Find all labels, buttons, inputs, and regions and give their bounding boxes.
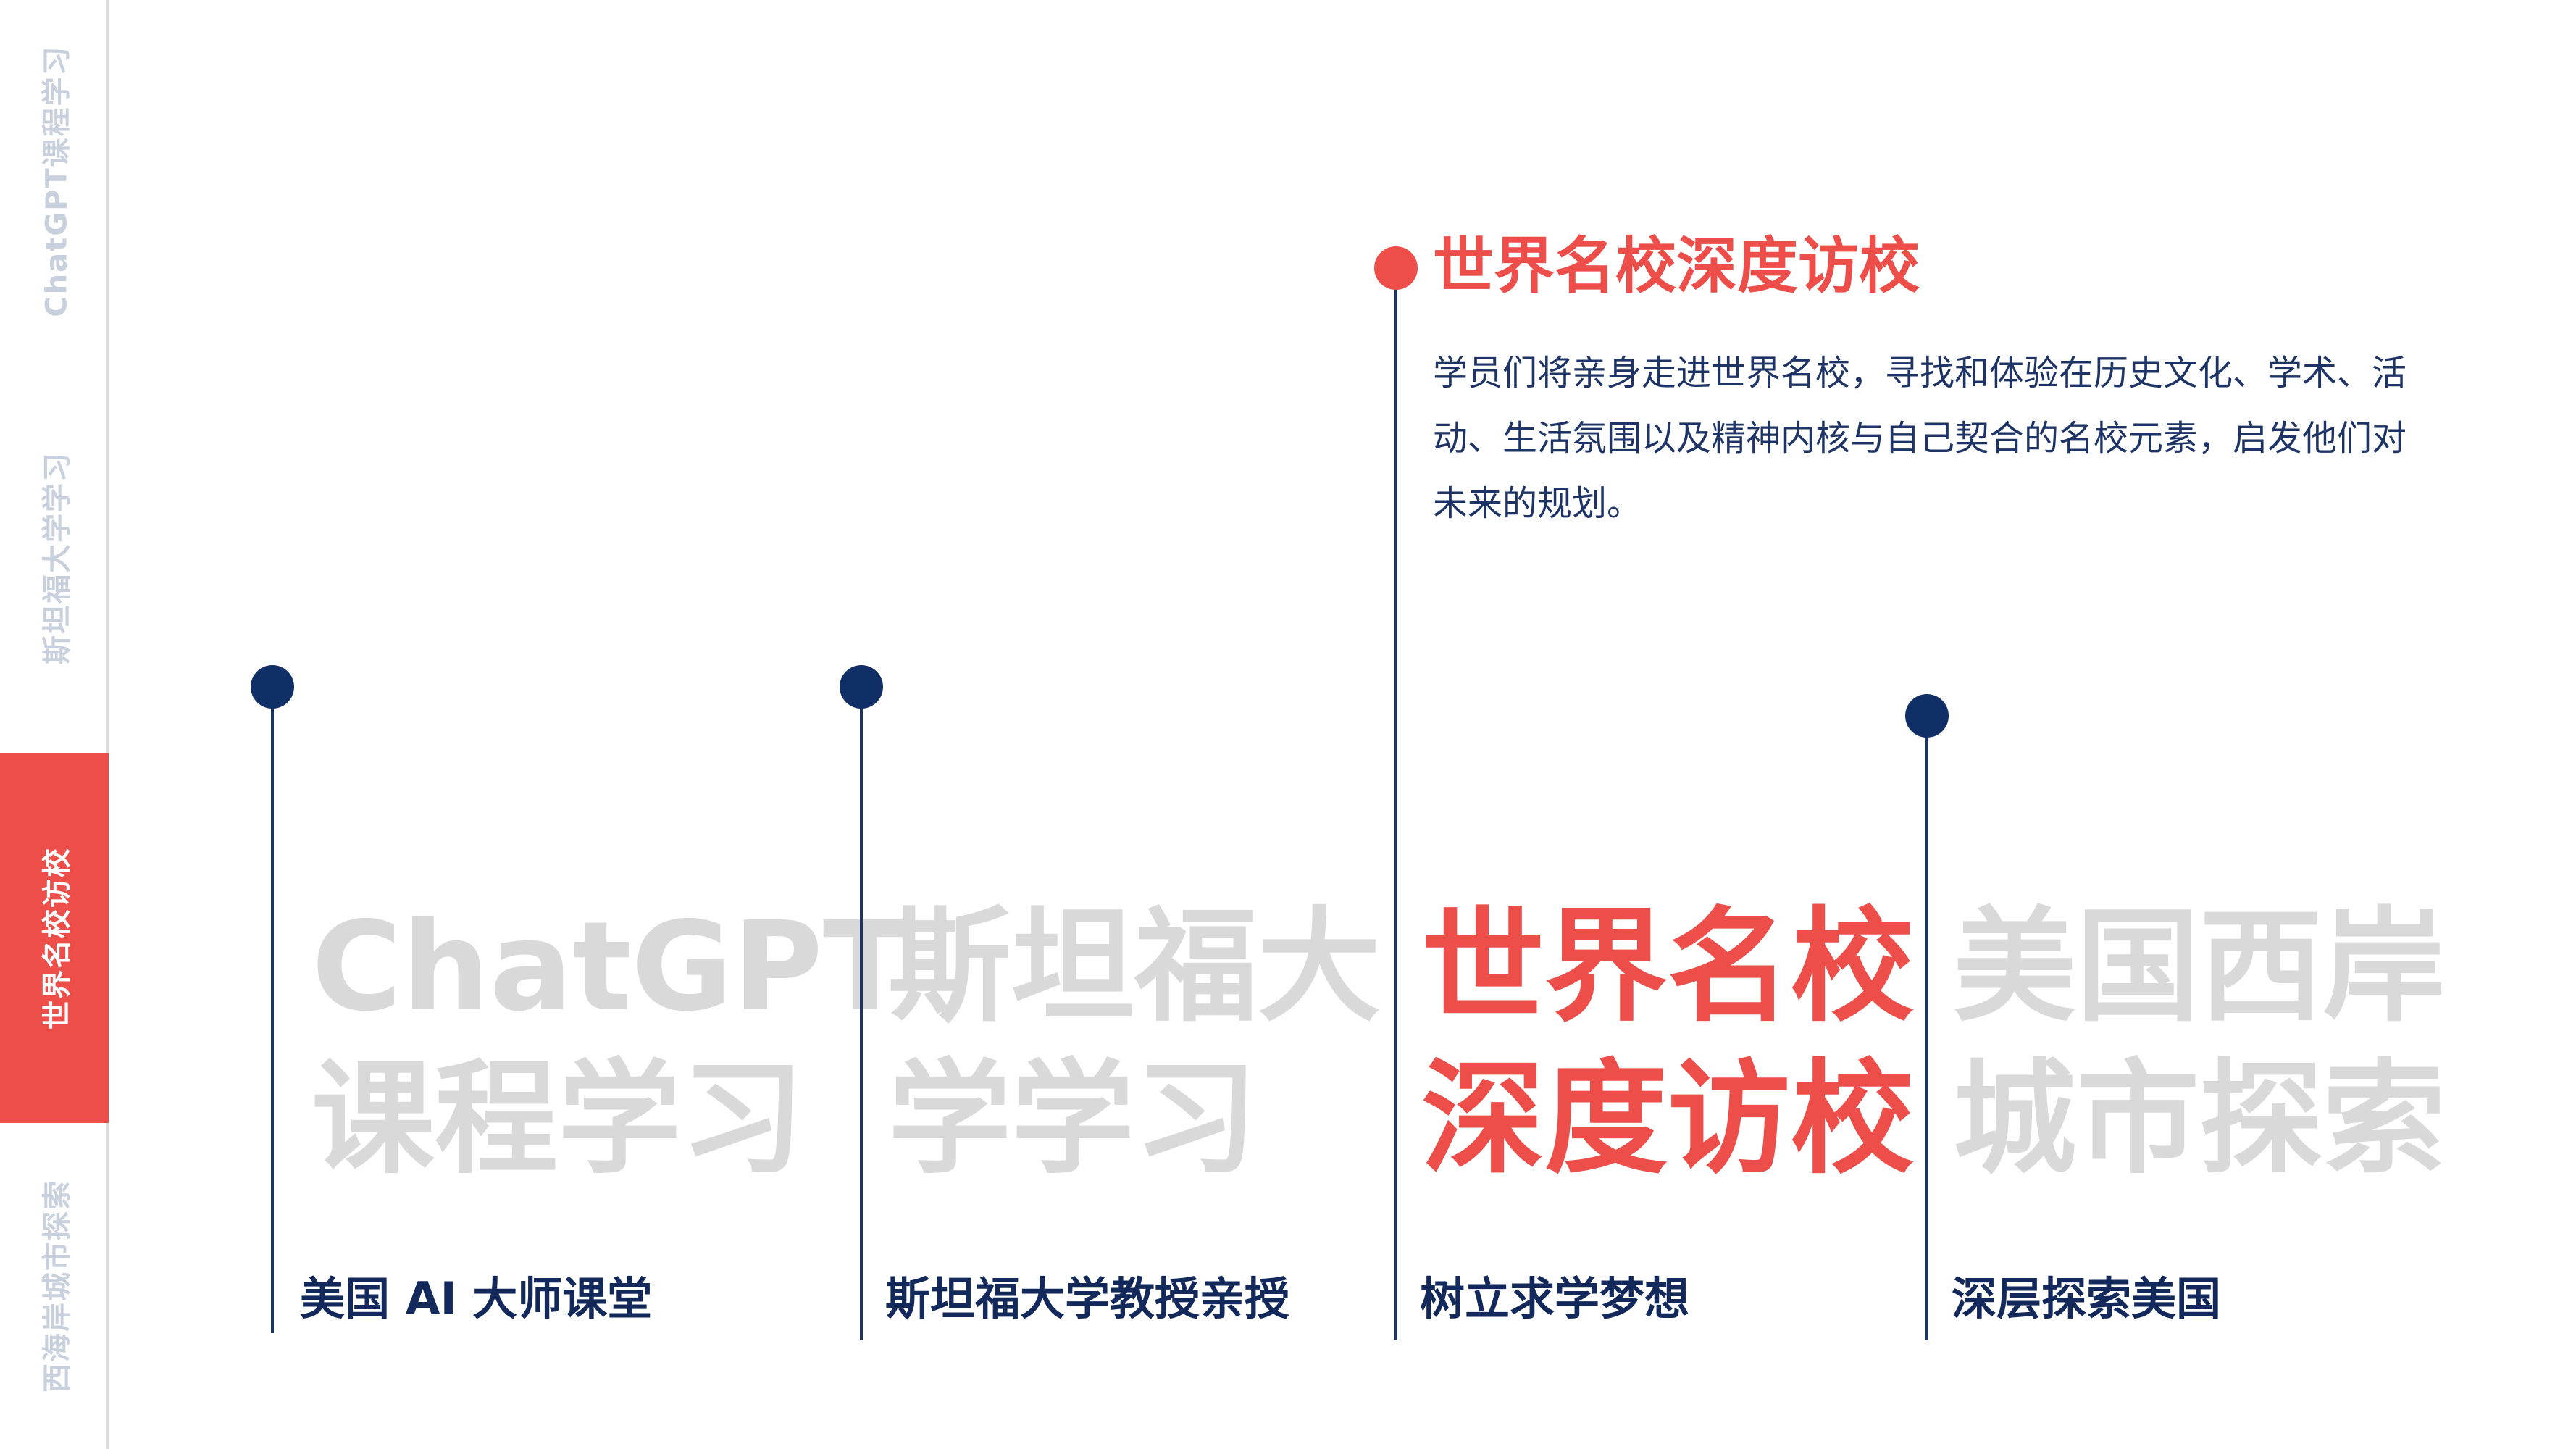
side-tab-west-coast[interactable]: 西海岸城市探索	[0, 1123, 109, 1449]
timeline-dot[interactable]	[1905, 694, 1949, 738]
column-title-line: 学学习	[888, 1048, 1258, 1191]
timeline-dot[interactable]	[251, 665, 294, 709]
column-title: 美国西岸 城市探索	[1953, 891, 2446, 1195]
column-title: 世界名校 深度访校	[1421, 891, 1914, 1195]
side-tab-label: 西海岸城市探索	[41, 1179, 74, 1392]
feature-heading: 世界名校深度访校	[1433, 230, 1920, 301]
column-label: 美国 AI 大师课堂	[300, 1272, 653, 1325]
side-tab-label: 斯坦福大学学习	[41, 451, 74, 664]
column-title: ChatGPT 课程学习	[311, 891, 907, 1195]
timeline-line	[1394, 268, 1397, 1340]
column-title-line: 斯坦福大	[888, 895, 1381, 1039]
feature-description: 学员们将亲身走进世界名校，寻找和体验在历史文化、学术、活动、生活氛围以及精神内核…	[1433, 353, 2407, 524]
timeline-line	[1925, 717, 1928, 1340]
column-title-line: 课程学习	[311, 1048, 805, 1191]
side-tab-stanford[interactable]: 斯坦福大学学习	[0, 362, 109, 753]
column-title-line: 深度访校	[1421, 1048, 1915, 1191]
side-tab-chatgpt[interactable]: ChatGPT课程学习	[0, 0, 109, 362]
column-title-line: 美国西岸	[1953, 895, 2446, 1039]
timeline-dot-active[interactable]	[1374, 246, 1418, 290]
column-label: 深层探索美国	[1952, 1272, 2222, 1325]
timeline-line	[271, 688, 274, 1333]
column-title: 斯坦福大 学学习	[888, 891, 1381, 1195]
column-title-line: ChatGPT	[311, 895, 907, 1039]
side-tab-school-visit[interactable]: 世界名校访校	[0, 753, 109, 1123]
side-tab-label: 世界名校访校	[41, 847, 74, 1030]
column-title-line: 城市探索	[1953, 1048, 2446, 1191]
column-label: 斯坦福大学教授亲授	[885, 1272, 1290, 1325]
timeline-dot[interactable]	[840, 665, 883, 709]
timeline-line	[860, 688, 863, 1340]
side-nav: ChatGPT课程学习 斯坦福大学学习 世界名校访校 西海岸城市探索	[0, 0, 109, 1449]
column-label: 树立求学梦想	[1420, 1272, 1690, 1325]
side-tab-label: ChatGPT课程学习	[41, 45, 75, 317]
column-title-line: 世界名校	[1421, 895, 1915, 1039]
